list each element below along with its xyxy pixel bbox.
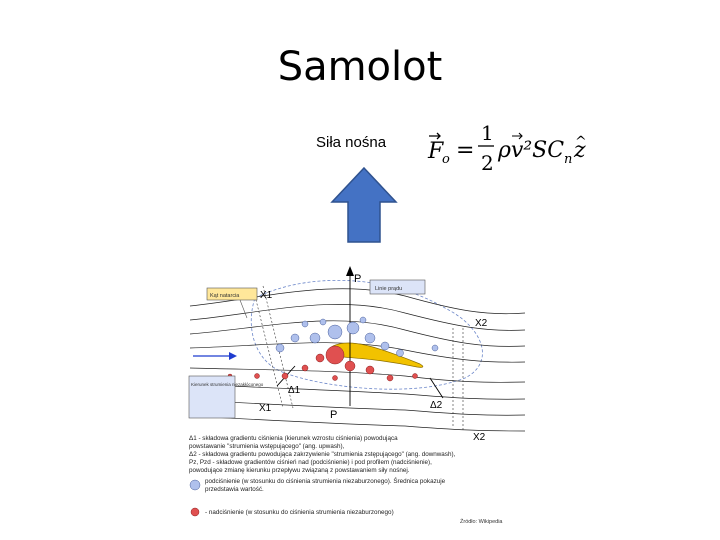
label-pz-bottom: P — [330, 409, 337, 421]
formula-unit-vector: z — [573, 138, 586, 163]
airfoil-pressure-diagram: Kąt natarcia Linie prądu Kierunek strumi… — [185, 258, 535, 528]
desc-line-1: Δ1 - składowa gradientu ciśnienia (kieru… — [189, 435, 398, 442]
formula-rhs-sub: n — [564, 152, 572, 167]
label-x1-bottom: X1 — [259, 403, 272, 414]
streamlines — [190, 289, 525, 431]
callout-pressure-text: Kierunek strumienia niezakłóconego — [191, 382, 264, 387]
legend-red-icon — [191, 508, 199, 516]
pz-arrowhead-icon — [346, 266, 354, 276]
callout-flow-text: Linie prądu — [375, 286, 402, 292]
formula-equals: = — [456, 138, 474, 163]
delta2-arrow — [430, 378, 443, 398]
desc-line-3: Δ2 - składowa gradientu powodująca zakrz… — [189, 451, 456, 458]
legend-blue-icon — [190, 480, 200, 490]
label-pz-top: P — [354, 273, 361, 285]
desc-line-4: Pz, Pzd - składowe gradientów ciśnień na… — [189, 459, 432, 466]
free-stream-arrowhead-icon — [229, 352, 237, 360]
desc-line-5: powodujące zmianę kierunku przepływu zwi… — [189, 467, 410, 474]
high-pressure-markers — [228, 346, 418, 381]
label-x2-top: X2 — [475, 318, 488, 329]
lift-label: Siła nośna — [316, 134, 386, 151]
label-x2-bottom: X2 — [473, 432, 486, 443]
callout-angle-text: Kąt natarcia — [210, 293, 240, 299]
formula-denominator: 2 — [481, 151, 494, 175]
source-text: Źródło: Wikipedia — [460, 518, 503, 525]
formula-lhs-sub: o — [442, 152, 450, 167]
up-arrow-icon — [330, 166, 398, 244]
label-delta1: Δ1 — [288, 385, 301, 396]
legend-blue-text-2: przedstawia wartość. — [205, 486, 264, 493]
formula-rhs: ρv²SC — [497, 138, 564, 163]
slide-title: Samolot — [0, 44, 720, 90]
lift-formula: F o = 1 2 ρv²SC n ^ z — [424, 120, 594, 182]
legend-red-text: - nadciśnienie (w stosunku do ciśnienia … — [205, 509, 394, 516]
label-delta2: Δ2 — [430, 400, 443, 411]
desc-line-2: powstawanie "strumienia wstępującego" (a… — [189, 443, 345, 450]
label-x1-top: X1 — [260, 290, 273, 301]
formula-numerator: 1 — [481, 121, 494, 145]
legend-blue-text: podciśnienie (w stosunku do ciśnienia st… — [205, 476, 446, 485]
